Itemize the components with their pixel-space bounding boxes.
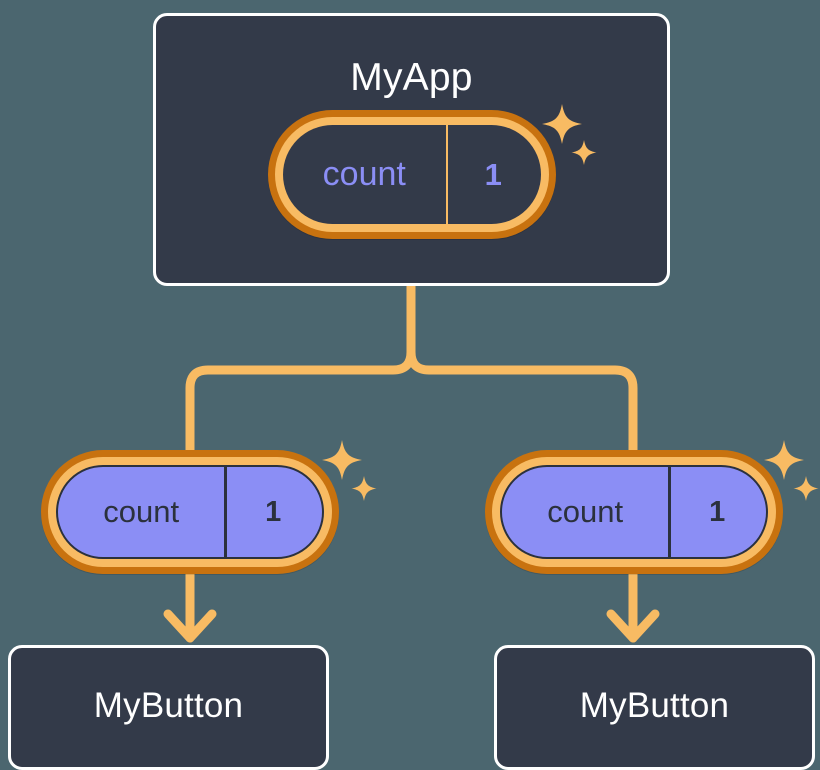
state-pill-myapp[interactable]: count 1 (268, 110, 556, 239)
pill-value-label: 1 (709, 495, 726, 528)
prop-pill-right[interactable]: count 1 (485, 450, 783, 574)
arrow-head-right (606, 609, 660, 643)
connector-trunk-right (406, 281, 638, 457)
sparkle-icon (793, 476, 819, 501)
arrow-head-left (163, 609, 217, 643)
pill-face: count 1 (56, 465, 324, 559)
pill-divider (445, 125, 449, 224)
prop-pill-left[interactable]: count 1 (41, 450, 339, 574)
component-box-mybutton-left[interactable]: MyButton (8, 645, 329, 770)
pill-divider (668, 467, 671, 557)
component-title-mybutton-left: MyButton (93, 686, 244, 725)
pill-divider (224, 467, 227, 557)
sparkle-icon (322, 440, 362, 480)
pill-value-label: 1 (484, 156, 502, 192)
pill-face: count 1 (283, 125, 541, 224)
component-title-mybutton-right: MyButton (579, 686, 730, 725)
component-box-mybutton-right[interactable]: MyButton (494, 645, 815, 770)
pill-ring-inner: count 1 (275, 117, 549, 232)
connector-trunk-left (185, 281, 416, 457)
pill-value-label: 1 (265, 495, 282, 528)
pill-key-label: count (103, 494, 180, 529)
pill-ring-inner: count 1 (48, 457, 332, 567)
pill-face: count 1 (500, 465, 768, 559)
pill-key-label: count (322, 155, 406, 193)
pill-ring-inner: count 1 (492, 457, 776, 567)
component-title-myapp: MyApp (350, 56, 473, 99)
pill-key-label: count (547, 494, 624, 529)
sparkle-icon (351, 476, 377, 501)
